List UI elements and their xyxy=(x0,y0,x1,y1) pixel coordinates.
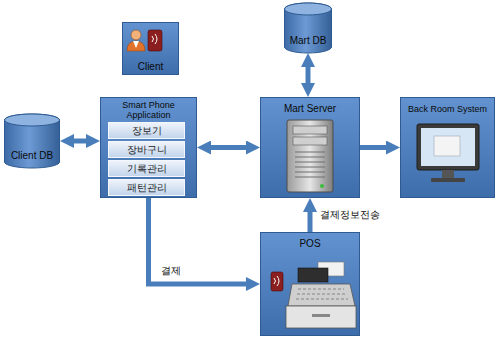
server-vents xyxy=(295,152,325,177)
client-icon xyxy=(127,30,162,51)
monitor-base xyxy=(431,178,465,182)
person-body xyxy=(127,41,145,51)
pos-display xyxy=(298,268,328,282)
monitor-neck xyxy=(442,170,454,178)
menu-label: 장보기 xyxy=(132,125,162,136)
phone-wave xyxy=(152,34,157,44)
server-bay xyxy=(293,126,327,134)
node-label: Mart Server xyxy=(281,103,339,114)
flow-arrow xyxy=(360,145,392,150)
cylinder-body xyxy=(285,3,332,53)
flow-arrow xyxy=(68,139,92,144)
node-label: Back Room System xyxy=(405,105,490,115)
phone-icon xyxy=(148,30,162,51)
flow-arrow xyxy=(149,198,253,284)
database-cylinder: Client DB xyxy=(4,114,60,168)
cylinder-body xyxy=(5,114,60,168)
monitor-frame xyxy=(417,124,479,170)
menu-label: 장바구니 xyxy=(127,144,167,155)
cylinder-top xyxy=(5,114,60,126)
node-label: POS xyxy=(296,238,323,249)
node-label: Smart Phone Application xyxy=(101,101,196,121)
node-label: Client xyxy=(138,61,164,72)
person-shirt xyxy=(133,41,139,48)
menu-item-box: 장보기 xyxy=(108,122,185,139)
server-case xyxy=(287,120,333,192)
menu-label: 기록관리 xyxy=(127,163,167,174)
node-label: Mart DB xyxy=(287,35,330,46)
menu-item-box: 패턴관리 xyxy=(108,179,185,196)
edge-label: 결제정보전송 xyxy=(318,209,382,221)
database-cylinder: Mart DB xyxy=(284,3,332,53)
server-bay xyxy=(293,137,327,145)
server-led xyxy=(320,184,324,188)
menu-item-box: 기록관리 xyxy=(108,160,185,177)
menu-item-box: 장바구니 xyxy=(108,141,185,158)
screen-window xyxy=(434,136,460,156)
server-illustration xyxy=(287,120,333,192)
monitor-illustration xyxy=(417,124,479,182)
pos-illustration xyxy=(271,262,356,328)
flow-arrow xyxy=(308,206,313,232)
drawer-handle xyxy=(312,314,330,317)
pos-keys xyxy=(296,289,348,299)
edge-label: 결제 xyxy=(159,265,183,277)
pos-keypad xyxy=(288,284,355,306)
node-label: Client DB xyxy=(8,150,56,161)
cash-drawer xyxy=(286,306,356,328)
phone-wave xyxy=(274,276,279,286)
cylinder-top xyxy=(285,3,332,15)
phone-icon xyxy=(271,272,283,291)
menu-label: 패턴관리 xyxy=(127,182,167,193)
flow-arrow xyxy=(205,145,252,150)
monitor-screen xyxy=(421,128,475,166)
process-box: Smart Phone Application 장보기장바구니기록관리패턴관리 xyxy=(100,97,197,198)
flow-arrow xyxy=(306,61,311,89)
person-head xyxy=(131,30,141,40)
